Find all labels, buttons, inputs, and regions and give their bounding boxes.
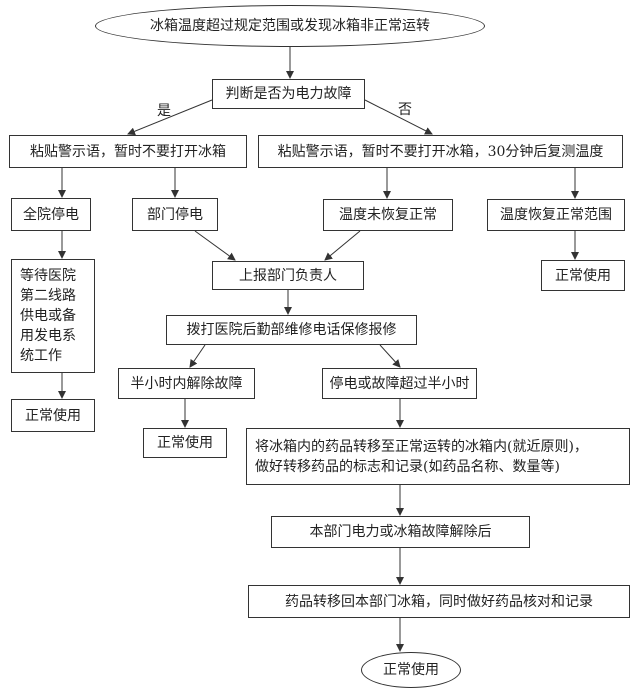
- arrow-judge-no: [364, 99, 433, 135]
- yes-notice-box: 粘贴警示语，暂时不要打开冰箱: [9, 135, 247, 168]
- dept-outage-text: 部门停电: [147, 206, 203, 223]
- wait-backup-line-2: 第二线路: [20, 288, 76, 304]
- arrow-call-over: [379, 344, 401, 368]
- temp-not-recovered-box: 温度未恢复正常: [323, 199, 453, 231]
- judge-text: 判断是否为电力故障: [225, 86, 352, 102]
- arrow-notrecovered-report: [324, 230, 361, 261]
- arrow-judge-yes: [127, 99, 213, 136]
- start-ellipse: 冰箱温度超过规定范围或发现冰箱非正常运转: [95, 5, 485, 47]
- resolved-half-hour-text: 半小时内解除故障: [130, 375, 243, 392]
- wait-backup-line-4: 用发电系: [20, 328, 76, 344]
- after-fix-box: 本部门电力或冰箱故障解除后: [271, 516, 530, 548]
- temp-not-recovered-text: 温度未恢复正常: [339, 207, 437, 223]
- after-fix-text: 本部门电力或冰箱故障解除后: [309, 524, 492, 540]
- normal-use-box-1: 正常使用: [11, 399, 95, 432]
- hospital-outage-box: 全院停电: [11, 198, 91, 231]
- arrow-call-resolved: [189, 344, 206, 368]
- no-notice-box: 粘贴警示语，暂时不要打开冰箱，30分钟后复测温度: [258, 135, 623, 168]
- normal-use-box-3: 正常使用: [143, 428, 227, 458]
- call-repair-box: 拨打医院后勤部维修电话保修报修: [166, 315, 417, 345]
- normal-use-box-2: 正常使用: [541, 260, 625, 291]
- judge-box: 判断是否为电力故障: [212, 79, 365, 109]
- normal-use-text-3: 正常使用: [157, 435, 213, 451]
- call-repair-text: 拨打医院后勤部维修电话保修报修: [186, 322, 397, 338]
- normal-use-text-1: 正常使用: [25, 407, 81, 424]
- hospital-outage-text: 全院停电: [23, 206, 79, 223]
- yes-notice-text: 粘贴警示语，暂时不要打开冰箱: [30, 143, 226, 160]
- wait-backup-line-1: 等待医院: [20, 268, 76, 284]
- over-half-hour-text: 停电或故障超过半小时: [329, 375, 470, 392]
- transfer-line-1: 将冰箱内的药品转移至正常运转的冰箱内(就近原则)，: [255, 438, 588, 455]
- wait-backup-line-5: 统工作: [20, 348, 62, 364]
- arrow-dept-report: [194, 230, 236, 261]
- end-ellipse: 正常使用: [361, 652, 461, 688]
- transfer-back-box: 药品转移回本部门冰箱，同时做好药品核对和记录: [248, 585, 630, 618]
- wait-backup-box: 等待医院 第二线路 供电或备 用发电系 统工作: [11, 259, 95, 373]
- transfer-line-2: 做好转移药品的标志和记录(如药品名称、数量等): [255, 458, 560, 475]
- resolved-half-hour-box: 半小时内解除故障: [118, 368, 255, 399]
- transfer-back-text: 药品转移回本部门冰箱，同时做好药品核对和记录: [285, 593, 593, 610]
- temp-recovered-text: 温度恢复正常范围: [500, 207, 612, 223]
- yes-label: 是: [157, 103, 171, 119]
- end-text: 正常使用: [383, 662, 439, 678]
- no-label: 否: [398, 102, 412, 118]
- over-half-hour-box: 停电或故障超过半小时: [322, 368, 477, 399]
- wait-backup-line-3: 供电或备: [20, 308, 76, 324]
- report-box: 上报部门负责人: [212, 261, 364, 290]
- start-text: 冰箱温度超过规定范围或发现冰箱非正常运转: [150, 18, 430, 34]
- report-text: 上报部门负责人: [239, 267, 337, 284]
- no-notice-text: 粘贴警示语，暂时不要打开冰箱，30分钟后复测温度: [277, 143, 604, 160]
- dept-outage-box: 部门停电: [132, 198, 218, 231]
- transfer-box: 将冰箱内的药品转移至正常运转的冰箱内(就近原则)， 做好转移药品的标志和记录(如…: [246, 428, 630, 485]
- temp-recovered-box: 温度恢复正常范围: [487, 199, 625, 231]
- normal-use-text-2: 正常使用: [555, 267, 611, 284]
